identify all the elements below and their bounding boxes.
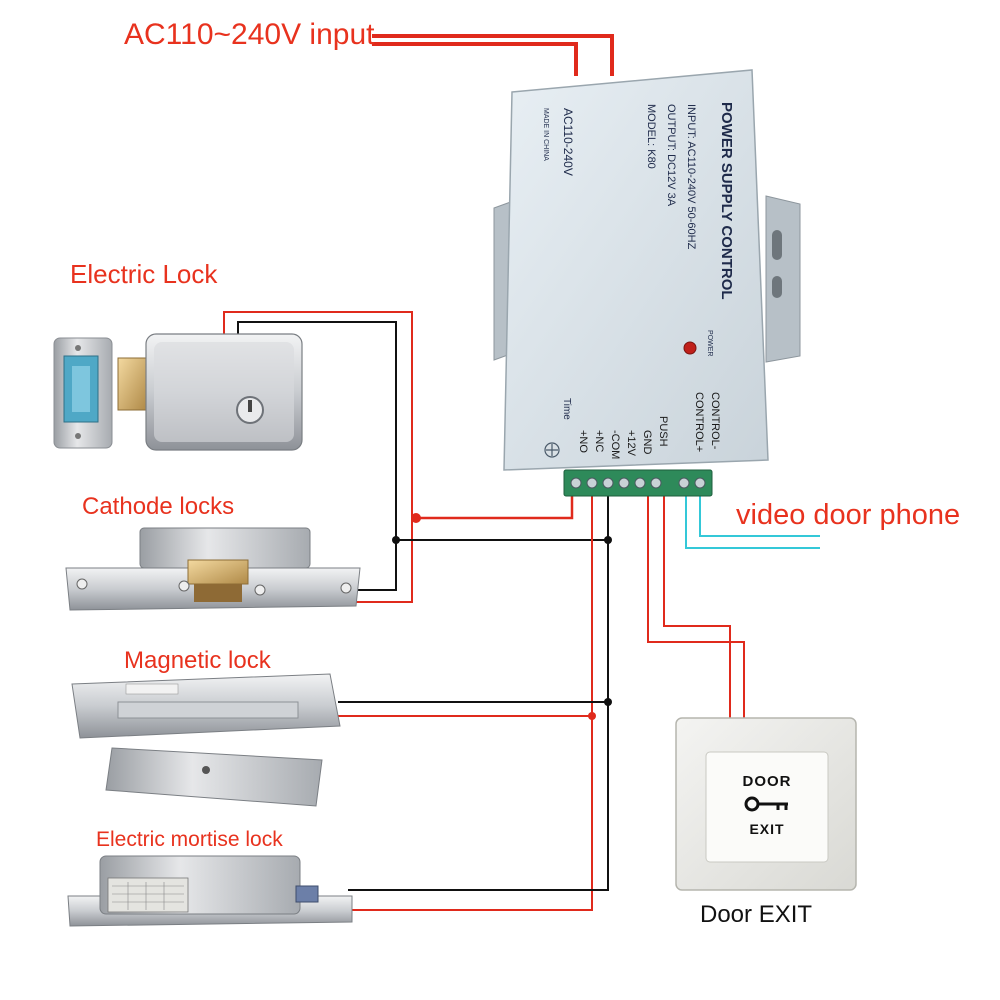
product-info-grid	[112, 882, 184, 910]
ps-model: MODEL: K80	[645, 104, 657, 169]
wires	[223, 34, 820, 911]
exit-button-face	[705, 751, 829, 863]
terminal-label-control-plus: CONTROL+	[693, 392, 705, 452]
ps-made-in: MADE IN CHINA	[542, 108, 549, 161]
mortise-bolt	[295, 885, 319, 903]
ac-wire-1	[372, 34, 614, 76]
right-bracket	[765, 195, 801, 363]
cathode-latch	[187, 559, 249, 585]
junction-dot	[588, 712, 596, 720]
ac-wire-2	[372, 42, 578, 76]
product-info-label	[107, 877, 189, 913]
terminal-label-no: +NO	[577, 430, 589, 453]
exit-button-line1: DOOR	[743, 773, 792, 790]
exit-button-line2: EXIT	[749, 821, 784, 837]
ps-title: POWER SUPPLY CONTROL	[718, 102, 735, 300]
screw-icon	[570, 477, 582, 489]
ps-output-spec: OUTPUT: DC12V 3A	[665, 104, 677, 207]
time-label: Time	[561, 398, 572, 420]
electric-lock	[53, 333, 303, 451]
magnetic-lock	[71, 673, 341, 807]
bracket-slot	[772, 230, 782, 260]
power-supply-enclosure	[503, 69, 769, 471]
magnetic-lock-label: Magnetic lock	[124, 647, 272, 674]
screw-icon	[178, 580, 190, 592]
ps-input-spec: INPUT: AC110-240V 50-60HZ	[685, 104, 697, 250]
screw-icon	[634, 477, 646, 489]
latch-bolt	[117, 357, 147, 411]
screw-icon	[650, 477, 662, 489]
screw-icon	[340, 582, 352, 594]
cathode-locks-label: Cathode locks	[82, 493, 234, 520]
video-phone-wire-1	[685, 490, 820, 549]
terminal-label-push: PUSH	[657, 416, 669, 447]
screw-icon	[694, 477, 706, 489]
magnetic-lock-sticker	[125, 683, 179, 695]
electric-mortise-lock-label: Electric mortise lock	[96, 828, 283, 851]
terminal-screws	[570, 477, 706, 489]
key-slot	[248, 400, 252, 412]
armature-plate	[105, 747, 323, 807]
screw-icon	[202, 766, 210, 774]
door-exit-label: Door EXIT	[700, 901, 812, 928]
screw-icon	[678, 477, 690, 489]
video-phone-wire-2	[699, 490, 820, 537]
junction-dot	[392, 536, 400, 544]
bracket-slot	[772, 276, 782, 298]
screw-icon	[75, 345, 81, 351]
terminal-label-com: -COM	[609, 430, 621, 459]
terminal-label-nc: +NC	[593, 430, 605, 452]
ac-input-label: AC110~240V input	[124, 18, 375, 51]
terminal-label-gnd: GND	[641, 430, 653, 455]
time-knob-slot	[546, 444, 558, 456]
screw-icon	[602, 477, 614, 489]
ps-voltage: AC110-240V	[561, 108, 575, 176]
electric-lock-label: Electric Lock	[70, 259, 218, 289]
mortise-lock	[67, 855, 353, 927]
junction-dot	[604, 698, 612, 706]
terminal-black-wire	[348, 490, 609, 891]
electric-lock-black-wire	[237, 321, 397, 591]
exit-wire-1	[647, 490, 745, 718]
power-led-label: POWER	[706, 330, 713, 356]
bus-red-wire	[412, 490, 574, 520]
exit-wire-2	[663, 490, 731, 718]
screw-icon	[75, 433, 81, 439]
power-led-icon	[683, 341, 697, 355]
junction-dot	[411, 513, 421, 523]
power-supply: POWER SUPPLY CONTROL INPUT: AC110-240V 5…	[493, 69, 801, 497]
video-door-phone-label: video door phone	[736, 499, 960, 531]
screw-icon	[586, 477, 598, 489]
exit-button: DOOR EXIT	[675, 717, 857, 891]
cathode-lock	[65, 527, 361, 611]
strike-inner	[72, 366, 90, 412]
cathode-keeper	[194, 584, 242, 602]
screw-icon	[618, 477, 630, 489]
magnetic-lock-face	[117, 701, 299, 719]
screw-icon	[254, 584, 266, 596]
terminal-label-control-minus: CONTROL-	[709, 392, 721, 450]
terminal-label-12v: +12V	[625, 430, 637, 457]
key-icon	[744, 796, 788, 812]
electric-lock-red-wire	[223, 311, 413, 603]
lock-face	[154, 342, 294, 442]
terminal-red-wire	[348, 490, 593, 911]
screw-icon	[76, 578, 88, 590]
